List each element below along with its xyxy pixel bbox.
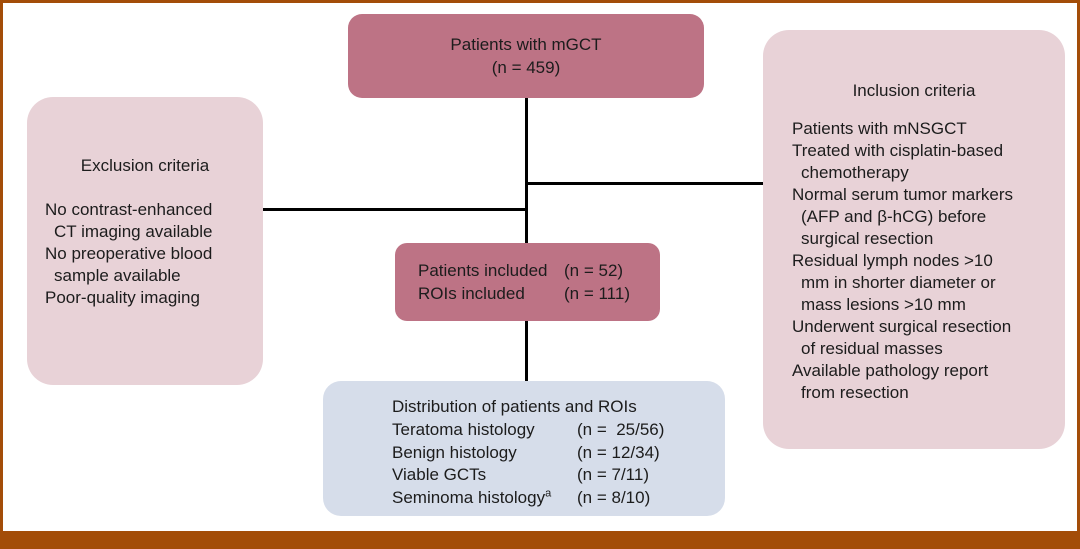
- distribution-label: Viable GCTs: [392, 465, 487, 484]
- exclusion-criteria-title: Exclusion criteria: [80, 156, 210, 175]
- exclusion-line: CT imaging available: [54, 222, 213, 241]
- inclusion-line: from resection: [801, 383, 909, 402]
- distribution-count: (n = 12/34): [577, 442, 660, 462]
- patients-mgct-box: Patients with mGCT (n = 459): [348, 14, 704, 98]
- inclusion-line: mass lesions >10 mm: [801, 295, 966, 314]
- inclusion-criteria-title: Inclusion criteria: [852, 81, 976, 100]
- distribution-count: (n = 8/10): [577, 487, 651, 507]
- inclusion-line: (AFP and β-hCG) before: [801, 207, 987, 226]
- distribution-label: Benign histology: [392, 442, 517, 462]
- footnote-marker: a: [545, 486, 552, 499]
- inclusion-line: Normal serum tumor markers: [792, 185, 1014, 204]
- connector-bottom-vertical: [525, 320, 528, 382]
- distribution-box: Distribution of patients and ROIs Terato…: [323, 381, 725, 516]
- distribution-title: Distribution of patients and ROIs: [392, 397, 637, 416]
- patients-mgct-label: Patients with mGCT: [450, 35, 602, 54]
- inclusion-criteria-list: Patients with mNSGCT Treated with cispla…: [763, 118, 1065, 404]
- inclusion-line: Underwent surgical resection: [792, 317, 1012, 336]
- distribution-row: Teratoma histology (n = 25/56): [392, 419, 725, 442]
- exclusion-line: No contrast-enhanced: [45, 200, 213, 219]
- included-row: ROIs included (n = 111): [418, 282, 660, 305]
- exclusion-line: No preoperative blood: [45, 244, 213, 263]
- inclusion-line: Treated with cisplatin-based: [792, 141, 1004, 160]
- inclusion-line: Residual lymph nodes >10: [792, 251, 993, 270]
- exclusion-criteria-box: Exclusion criteria No contrast-enhanced …: [27, 97, 263, 385]
- included-label: ROIs included: [418, 284, 525, 303]
- included-count: (n = 111): [564, 284, 630, 303]
- distribution-count: (n = 25/56): [577, 420, 665, 439]
- inclusion-line: Available pathology report: [792, 361, 989, 380]
- exclusion-criteria-list: No contrast-enhanced CT imaging availabl…: [27, 199, 263, 309]
- connector-top-vertical: [525, 97, 528, 243]
- patients-mgct-count: (n = 459): [491, 58, 561, 77]
- inclusion-line: Patients with mNSGCT: [792, 119, 967, 138]
- inclusion-line: mm in shorter diameter or: [801, 273, 996, 292]
- distribution-row: Viable GCTs (n = 7/11): [392, 464, 725, 487]
- distribution-label: Seminoma histologya: [392, 486, 552, 507]
- distribution-label: Teratoma histology: [392, 420, 535, 439]
- inclusion-line: surgical resection: [801, 229, 934, 248]
- distribution-row: Benign histology (n = 12/34): [392, 442, 725, 465]
- included-count: (n = 52): [564, 261, 624, 280]
- included-row: Patients included (n = 52): [418, 259, 660, 282]
- included-label: Patients included: [418, 261, 548, 280]
- connector-exclusion-horizontal: [262, 208, 528, 211]
- exclusion-line: sample available: [54, 266, 181, 285]
- inclusion-criteria-box: Inclusion criteria Patients with mNSGCT …: [763, 30, 1065, 449]
- inclusion-line: of residual masses: [801, 339, 943, 358]
- distribution-row: Seminoma histologya (n = 8/10): [392, 487, 725, 510]
- distribution-count: (n = 7/11): [577, 465, 649, 484]
- exclusion-line: Poor-quality imaging: [45, 288, 200, 307]
- inclusion-line: chemotherapy: [801, 163, 909, 182]
- patients-included-box: Patients included (n = 52) ROIs included…: [395, 243, 660, 321]
- connector-inclusion-horizontal: [527, 182, 764, 185]
